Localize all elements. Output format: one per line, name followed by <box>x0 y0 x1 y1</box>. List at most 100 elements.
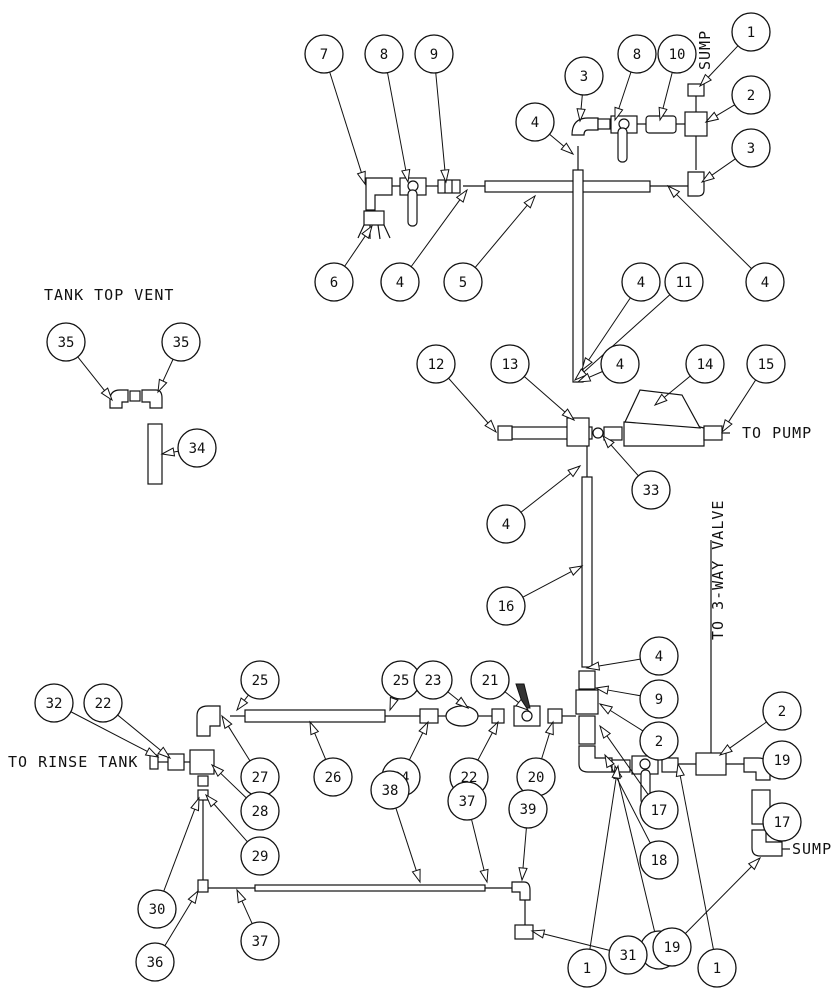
callout-number: 19 <box>664 940 681 956</box>
arrowhead <box>100 387 113 402</box>
callout-6: 6 <box>314 224 373 302</box>
callout-circle <box>240 660 280 700</box>
callout-circle <box>664 262 704 302</box>
arrowhead <box>561 408 576 422</box>
callout-circle <box>639 636 679 676</box>
arrowhead <box>309 720 320 736</box>
callout-number: 1 <box>583 961 591 977</box>
callout-circle <box>685 344 725 384</box>
arrowhead <box>544 720 554 736</box>
leader-line <box>663 375 691 398</box>
leader-line <box>504 691 519 703</box>
arrowhead <box>594 685 610 695</box>
callout-circle <box>135 942 175 982</box>
callout-4: 4 <box>585 636 679 676</box>
callout-circle <box>639 721 679 761</box>
callout-circle <box>240 921 280 961</box>
arrowhead <box>576 372 592 383</box>
callout-circle <box>508 789 548 829</box>
callout-circle <box>564 56 604 96</box>
callout-10: 10 <box>657 34 697 122</box>
arrowhead <box>204 793 218 808</box>
callout-19: 19 <box>762 740 802 780</box>
callout-number: 3 <box>580 69 588 85</box>
arrowhead <box>604 753 615 769</box>
arrowhead <box>144 747 160 758</box>
callout-number: 7 <box>320 47 328 63</box>
leader-line <box>77 356 105 391</box>
leader-line <box>117 714 162 751</box>
callout-circle <box>313 757 353 797</box>
callout-number: 16 <box>498 599 515 615</box>
leader-line <box>583 294 671 373</box>
callout-1: 1 <box>567 764 621 988</box>
leader-line <box>477 732 493 761</box>
callout-number: 22 <box>95 696 112 712</box>
callout-29: 29 <box>204 793 280 876</box>
callout-circle <box>83 683 123 723</box>
leader-line <box>474 204 528 268</box>
callout-number: 4 <box>655 649 663 665</box>
callout-number: 9 <box>655 692 663 708</box>
leader-line <box>618 71 632 109</box>
arrowhead <box>518 867 528 882</box>
leader-line <box>679 775 714 950</box>
callout-number: 13 <box>502 357 519 373</box>
leader-line <box>711 158 736 176</box>
callout-20: 20 <box>516 720 556 797</box>
callout-circle <box>240 791 280 831</box>
arrowhead <box>567 465 582 478</box>
callout-number: 33 <box>643 483 660 499</box>
leader-line <box>164 901 193 947</box>
callout-4: 4 <box>666 184 785 302</box>
callout-39: 39 <box>508 789 548 882</box>
to-rinse-tank-label: TO RINSE TANK <box>8 753 138 771</box>
callout-circle <box>600 344 640 384</box>
leader-line <box>410 199 461 267</box>
callout-circle <box>414 34 454 74</box>
arrowhead <box>718 743 733 756</box>
callout-9: 9 <box>594 679 679 719</box>
callout-circle <box>652 927 692 967</box>
callout-number: 27 <box>252 770 269 786</box>
callout-18: 18 <box>604 753 679 880</box>
callout-number: 2 <box>747 88 755 104</box>
arrowhead <box>601 434 615 449</box>
arrowhead <box>187 889 199 905</box>
callout-circle <box>46 322 86 362</box>
callout-number: 35 <box>58 335 75 351</box>
callout-3: 3 <box>700 128 771 183</box>
callout-circle <box>161 322 201 362</box>
arrowhead <box>236 888 247 904</box>
callout-13: 13 <box>490 344 576 422</box>
callout-number: 34 <box>189 441 206 457</box>
callout-number: 37 <box>459 794 476 810</box>
arrowhead <box>747 856 762 871</box>
callout-number: 38 <box>382 783 399 799</box>
callout-circle <box>762 691 802 731</box>
leader-line <box>471 819 485 871</box>
callout-circle <box>416 344 456 384</box>
arrowhead <box>515 698 530 711</box>
callout-4: 4 <box>581 262 661 372</box>
callout-number: 5 <box>459 275 467 291</box>
arrowhead <box>479 868 489 884</box>
callout-number: 37 <box>252 934 269 950</box>
arrowhead <box>221 714 233 730</box>
callout-circle <box>34 683 74 723</box>
callout-1: 1 <box>675 762 737 988</box>
callout-25: 25 <box>236 660 280 712</box>
arrowhead <box>418 720 429 736</box>
callout-number: 2 <box>655 734 663 750</box>
arrowhead <box>236 697 249 712</box>
callout-circle <box>697 948 737 988</box>
callout-4: 4 <box>576 344 640 384</box>
arrowhead <box>210 763 225 778</box>
arrowhead <box>704 111 720 123</box>
sump-label-top: SUMP <box>696 30 714 70</box>
callout-circle <box>240 836 280 876</box>
callout-number: 14 <box>697 357 714 373</box>
tank-top-vent-label: TANK TOP VENT <box>44 286 174 304</box>
